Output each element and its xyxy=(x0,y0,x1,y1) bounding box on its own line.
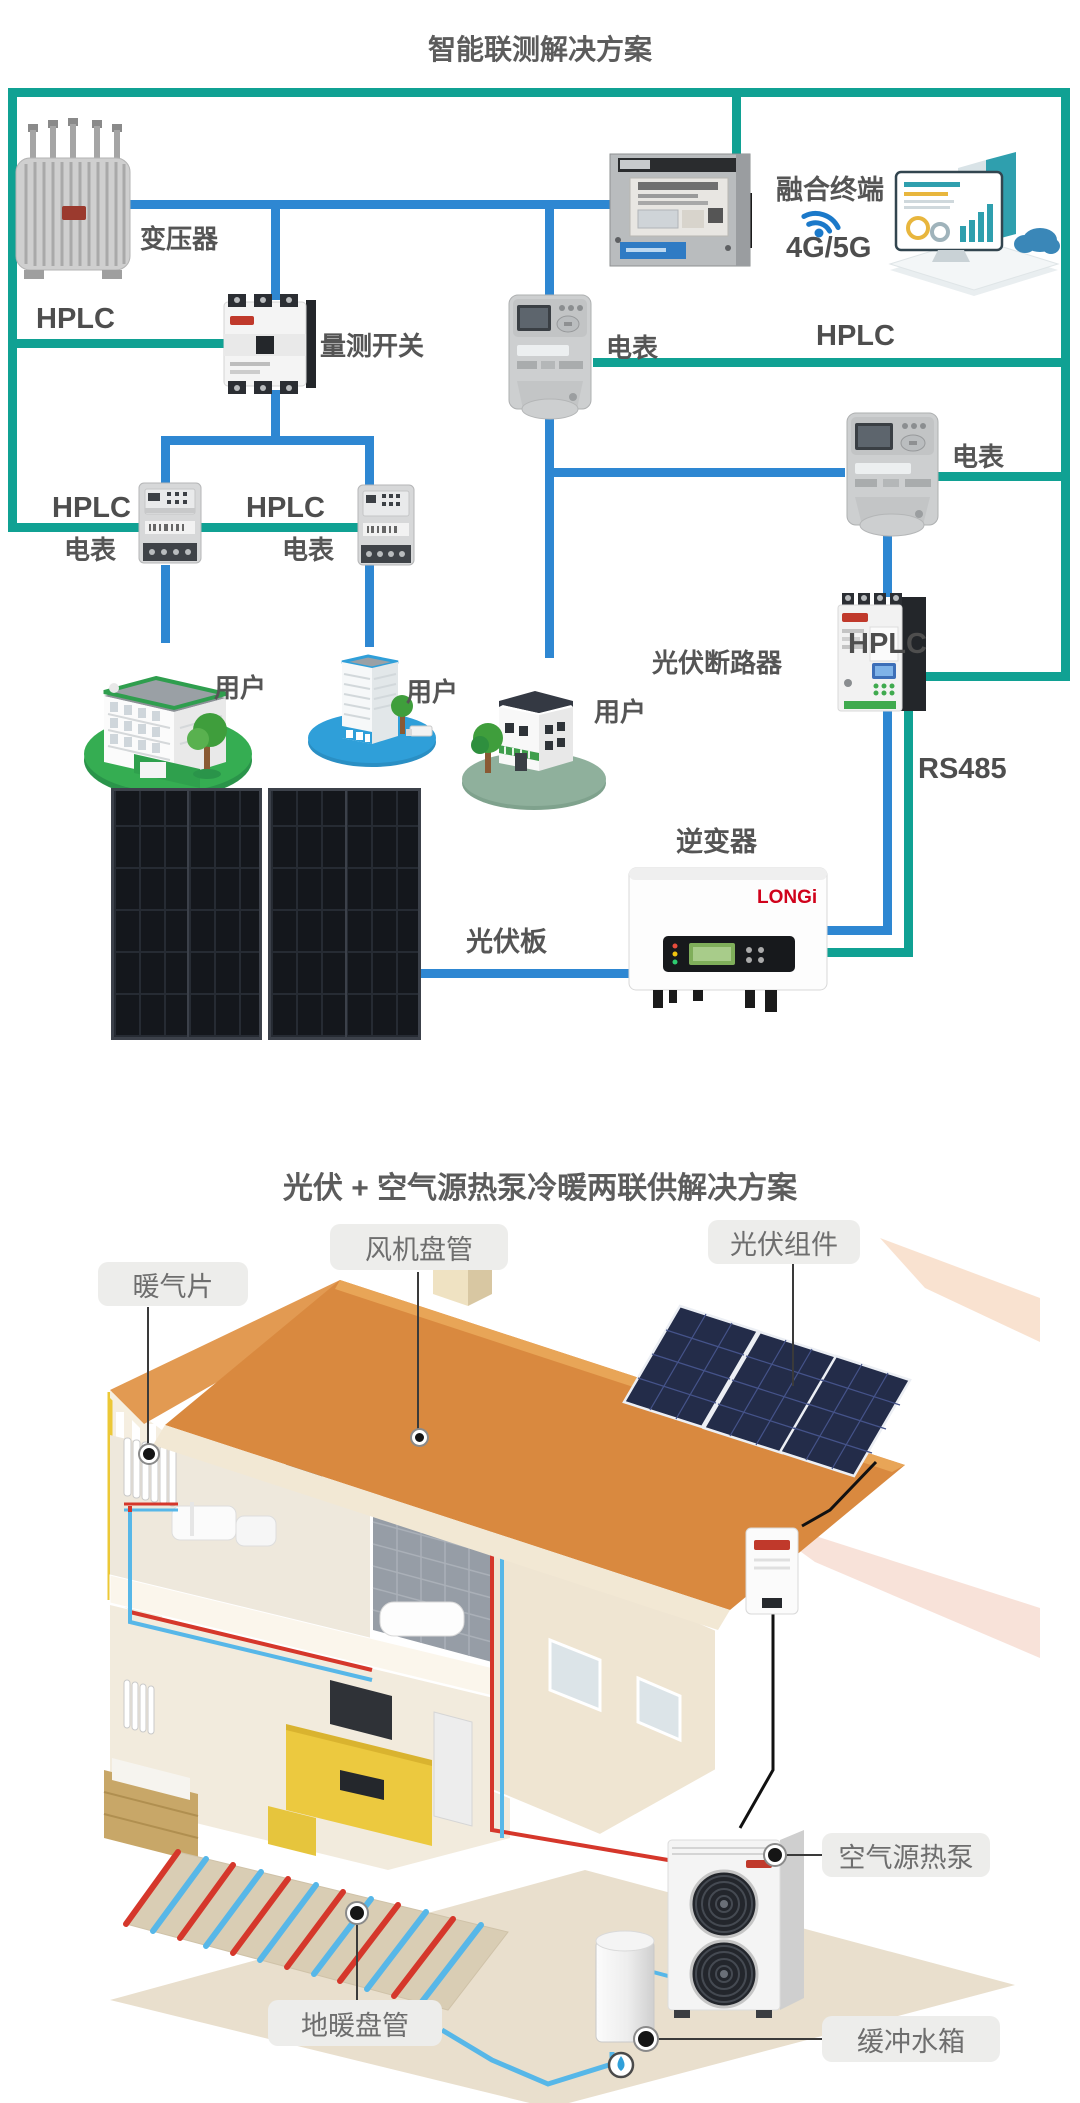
floorcoil-label: 地暖盘管 xyxy=(301,2010,409,2041)
floorcoil-label-pill: 地暖盘管 xyxy=(268,2000,442,2046)
fancoil-label-pill: 风机盘管 xyxy=(330,1224,508,1270)
meter-mid-label: 电表 xyxy=(606,333,659,363)
power-meter-breaker-line xyxy=(883,535,892,597)
power-meter-branch-line xyxy=(161,436,374,445)
fancoil-leader-line xyxy=(417,1272,419,1434)
floorcoil-leader-line xyxy=(356,1922,358,2002)
hplc-terminal-drop-line xyxy=(732,88,741,188)
pvmodule-label: 光伏组件 xyxy=(730,1229,838,1260)
rs485-inverter-line xyxy=(820,948,913,957)
inverter-label: 逆变器 xyxy=(676,827,757,857)
measuring-switch-label: 量测开关 xyxy=(320,331,425,361)
meter-right-illustration xyxy=(846,412,939,537)
power-rightmeter-line xyxy=(545,468,845,477)
fusion-terminal-label: 融合终端 xyxy=(776,175,884,205)
inverter-illustration: LONGi xyxy=(628,867,828,1012)
tank-label: 缓冲水箱 xyxy=(857,2026,965,2057)
meter-user2-label: 电表 xyxy=(282,535,335,565)
heatpump-leader-line xyxy=(783,1854,822,1856)
hplc-left-label: HPLC xyxy=(36,303,115,335)
inverter-brand: LONGi xyxy=(757,887,817,908)
user3-illustration xyxy=(462,691,606,810)
radiator-label: 暖气片 xyxy=(132,1271,214,1302)
wall-inverter xyxy=(738,1527,799,1829)
power-pvpanel-line xyxy=(420,969,629,978)
section1-title: 智能联测解决方案 xyxy=(427,34,652,65)
meter-user2-illustration xyxy=(357,484,415,566)
radiator-label-pill: 暖气片 xyxy=(98,1262,248,1306)
heatpump-label-pill: 空气源热泵 xyxy=(822,1833,990,1877)
transformer-label: 变压器 xyxy=(140,224,219,254)
buffer-tank-unit xyxy=(595,1930,655,2079)
pvmodule-leader-line xyxy=(792,1264,794,1386)
floorcoil-anchor-dot xyxy=(347,1903,367,1923)
meter-right-label: 电表 xyxy=(952,442,1005,472)
heat-pump-unit xyxy=(667,1830,804,2018)
user2-label: 用户 xyxy=(406,677,459,707)
power-inverter-line xyxy=(820,926,892,935)
power-main-bus-line xyxy=(126,200,615,209)
hplc-switch-branch-line xyxy=(8,339,226,348)
section2-title: 光伏 + 空气源热泵冷暖两联供解决方案 xyxy=(282,1172,798,1205)
hplc-midmeter-branch-line xyxy=(593,358,1061,367)
heatpump-anchor-dot xyxy=(765,1845,785,1865)
floor-heating-coil xyxy=(123,1849,509,2011)
hplc-right-frame-line xyxy=(1061,88,1070,681)
radiator-leader-line xyxy=(147,1307,149,1453)
transformer-illustration xyxy=(15,118,131,279)
tank-leader-line xyxy=(656,2038,822,2040)
fancoil-label: 风机盘管 xyxy=(365,1234,473,1265)
hplc-right-label: HPLC xyxy=(816,320,895,352)
user1-illustration xyxy=(84,675,252,798)
pv-panel-right xyxy=(268,788,421,1040)
wireless-label: 4G/5G xyxy=(786,232,872,264)
power-midmeter-drop-line xyxy=(545,205,554,300)
pv-panel-label: 光伏板 xyxy=(466,927,547,957)
pv-breaker-illustration xyxy=(837,593,926,712)
power-switch-down-line xyxy=(271,390,280,445)
meter-mid-illustration xyxy=(508,294,592,420)
power-breaker-down-line xyxy=(883,710,892,935)
pv-panel-left xyxy=(111,788,262,1040)
power-meter2-drop-line xyxy=(365,440,374,486)
hplc-breaker-label: HPLC xyxy=(848,628,927,660)
heatpump-label: 空气源热泵 xyxy=(838,1842,974,1873)
hplc-breaker-branch-line xyxy=(920,672,1061,681)
measuring-switch-illustration xyxy=(223,294,316,394)
power-meter1-drop-line xyxy=(161,440,170,486)
user2-illustration xyxy=(308,654,436,767)
power-switch-drop-line xyxy=(271,205,280,300)
meter-user1-label: 电表 xyxy=(64,535,117,565)
pvmodule-label-pill: 光伏组件 xyxy=(708,1220,860,1264)
shadow-upper xyxy=(880,1238,1040,1342)
wifi-icon xyxy=(801,211,841,238)
meter-user1-illustration xyxy=(138,482,202,564)
user1-label: 用户 xyxy=(214,673,267,703)
rs485-label: RS485 xyxy=(918,753,1007,785)
shadow-lower xyxy=(750,1515,1040,1658)
lower-floor-room xyxy=(103,1605,510,1870)
hplc-user1-label: HPLC xyxy=(52,492,131,524)
hplc-user2-label: HPLC xyxy=(246,492,325,524)
user3-label: 用户 xyxy=(594,697,647,727)
monitoring-platform-illustration xyxy=(888,152,1060,296)
hplc-top-bus-line xyxy=(8,88,1070,97)
roof-pv-modules xyxy=(622,1304,912,1528)
power-meter2-user-line xyxy=(365,565,374,647)
tank-label-pill: 缓冲水箱 xyxy=(822,2016,1000,2062)
hplc-left-frame-line xyxy=(8,88,17,532)
power-central-vertical-line xyxy=(545,418,554,658)
fancoil-anchor-dot xyxy=(412,1430,427,1445)
house-cutaway-illustration xyxy=(103,1234,1040,2103)
pv-breaker-label: 光伏断路器 xyxy=(652,648,783,678)
rs485-vertical-line xyxy=(904,710,913,957)
tank-anchor-dot xyxy=(635,2028,657,2050)
fusion-terminal-illustration xyxy=(609,153,752,267)
power-meter1-user-line xyxy=(161,565,170,643)
hplc-rightmeter-branch-line xyxy=(935,472,1061,481)
radiator-anchor-dot xyxy=(140,1445,158,1463)
